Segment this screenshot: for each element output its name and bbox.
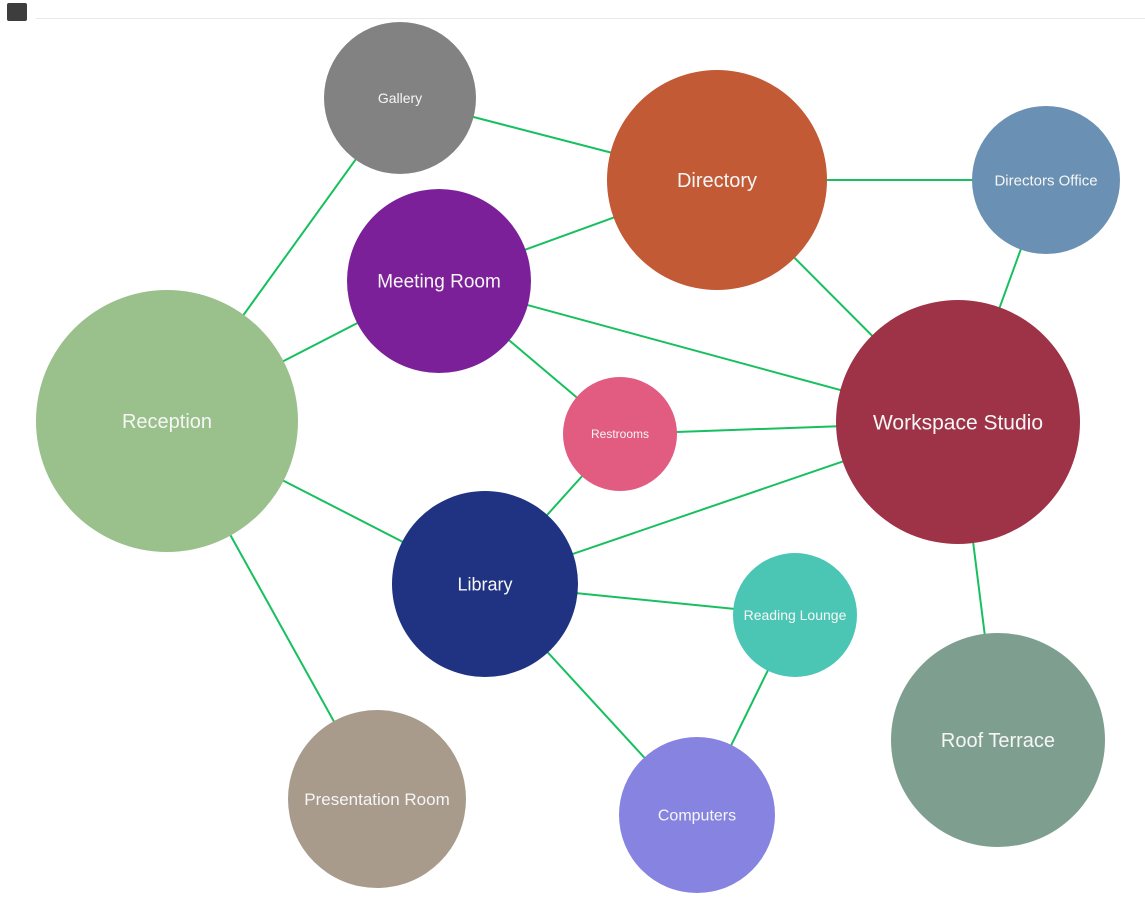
meeting-room-circle[interactable] (347, 189, 531, 373)
corner-artifact (7, 3, 27, 21)
node-presentation-room[interactable]: Presentation Room (288, 710, 466, 888)
node-reception[interactable]: Reception (36, 290, 298, 552)
node-workspace-studio[interactable]: Workspace Studio (836, 300, 1080, 544)
restrooms-circle[interactable] (563, 377, 677, 491)
node-library[interactable]: Library (392, 491, 578, 677)
node-restrooms[interactable]: Restrooms (563, 377, 677, 491)
node-gallery[interactable]: Gallery (324, 22, 476, 174)
computers-circle[interactable] (619, 737, 775, 893)
library-circle[interactable] (392, 491, 578, 677)
reading-lounge-circle[interactable] (733, 553, 857, 677)
canvas-border-line (36, 18, 1145, 19)
presentation-room-circle[interactable] (288, 710, 466, 888)
gallery-circle[interactable] (324, 22, 476, 174)
workspace-studio-circle[interactable] (836, 300, 1080, 544)
reception-circle[interactable] (36, 290, 298, 552)
directors-office-circle[interactable] (972, 106, 1120, 254)
node-roof-terrace[interactable]: Roof Terrace (891, 633, 1105, 847)
node-directory[interactable]: Directory (607, 70, 827, 290)
node-directors-office[interactable]: Directors Office (972, 106, 1120, 254)
node-meeting-room[interactable]: Meeting Room (347, 189, 531, 373)
node-computers[interactable]: Computers (619, 737, 775, 893)
roof-terrace-circle[interactable] (891, 633, 1105, 847)
directory-circle[interactable] (607, 70, 827, 290)
node-reading-lounge[interactable]: Reading Lounge (733, 553, 857, 677)
